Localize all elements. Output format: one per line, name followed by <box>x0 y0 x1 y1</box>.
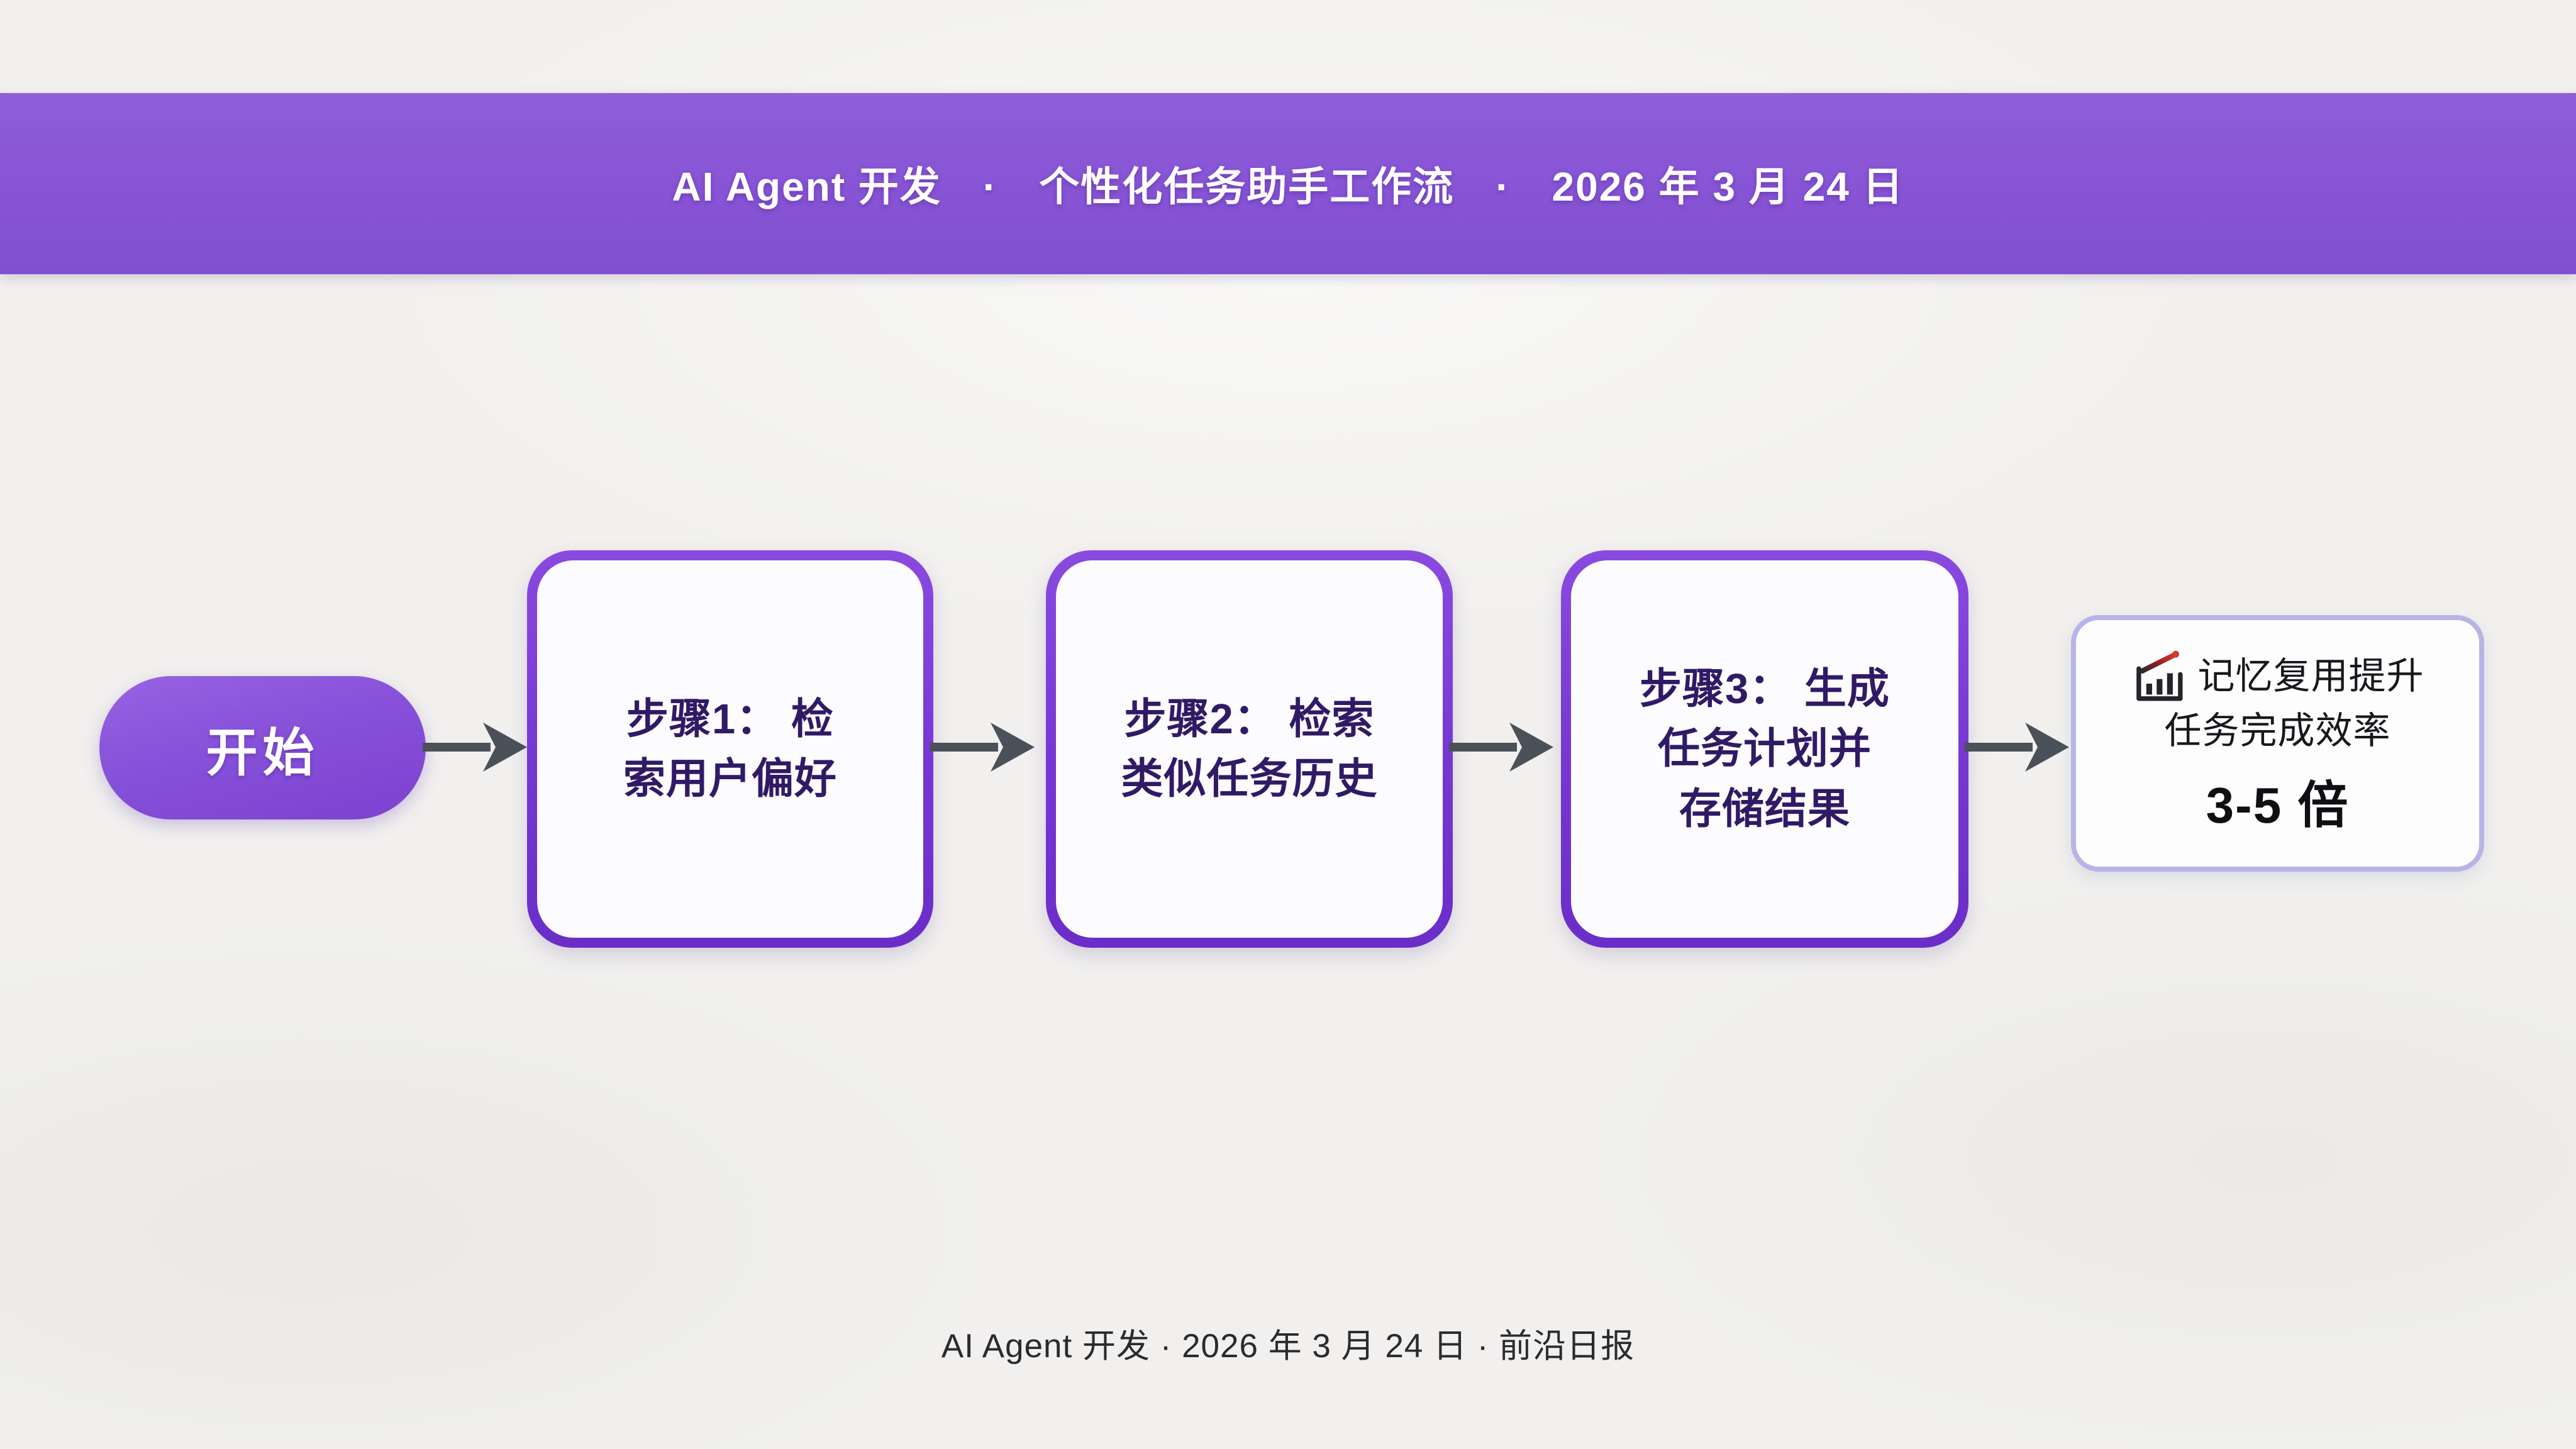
flow-step-2-node: 步骤2： 检索 类似任务历史 <box>1046 550 1453 948</box>
flow-step-1-label: 步骤1： 检 索用户偏好 <box>623 695 837 802</box>
bar-chart-increasing-icon <box>2136 650 2183 701</box>
flow-arrow-icon <box>930 723 1035 772</box>
flow-step-1-node: 步骤1： 检 索用户偏好 <box>527 550 933 948</box>
flow-start-label: 开始 <box>206 724 319 782</box>
header-banner: AI Agent 开发 · 个性化任务助手工作流 · 2026 年 3 月 24… <box>0 93 2576 274</box>
flow-step-1-body: 步骤1： 检 索用户偏好 <box>537 560 923 938</box>
flow-step-3-body: 步骤3： 生成 任务计划并 存储结果 <box>1571 560 1958 938</box>
flow-arrow-icon <box>1965 723 2069 772</box>
flow-arrow-icon <box>423 723 527 772</box>
flow-step-2-label: 步骤2： 检索 类似任务历史 <box>1121 695 1378 802</box>
page-title: AI Agent 开发 · 个性化任务助手工作流 · 2026 年 3 月 24… <box>672 164 1904 209</box>
result-text-line-1: 记忆复用提升 <box>2197 655 2424 697</box>
result-card: 记忆复用提升 任务完成效率 3-5 倍 <box>2071 615 2484 872</box>
result-text-line-2: 任务完成效率 <box>2164 710 2391 752</box>
flow-start-node: 开始 <box>99 676 426 819</box>
footer-caption: AI Agent 开发 · 2026 年 3 月 24 日 · 前沿日报 <box>941 1328 1635 1365</box>
footer: AI Agent 开发 · 2026 年 3 月 24 日 · 前沿日报 <box>0 1319 2576 1367</box>
flow-step-3-node: 步骤3： 生成 任务计划并 存储结果 <box>1561 550 1968 948</box>
flow-step-3-label: 步骤3： 生成 任务计划并 存储结果 <box>1640 665 1890 833</box>
result-line-1: 记忆复用提升 <box>2131 649 2424 704</box>
result-highlight-value: 3-5 倍 <box>2206 777 2350 833</box>
flow-arrow-icon <box>1449 723 1553 772</box>
flow-step-2-body: 步骤2： 检索 类似任务历史 <box>1056 560 1443 938</box>
